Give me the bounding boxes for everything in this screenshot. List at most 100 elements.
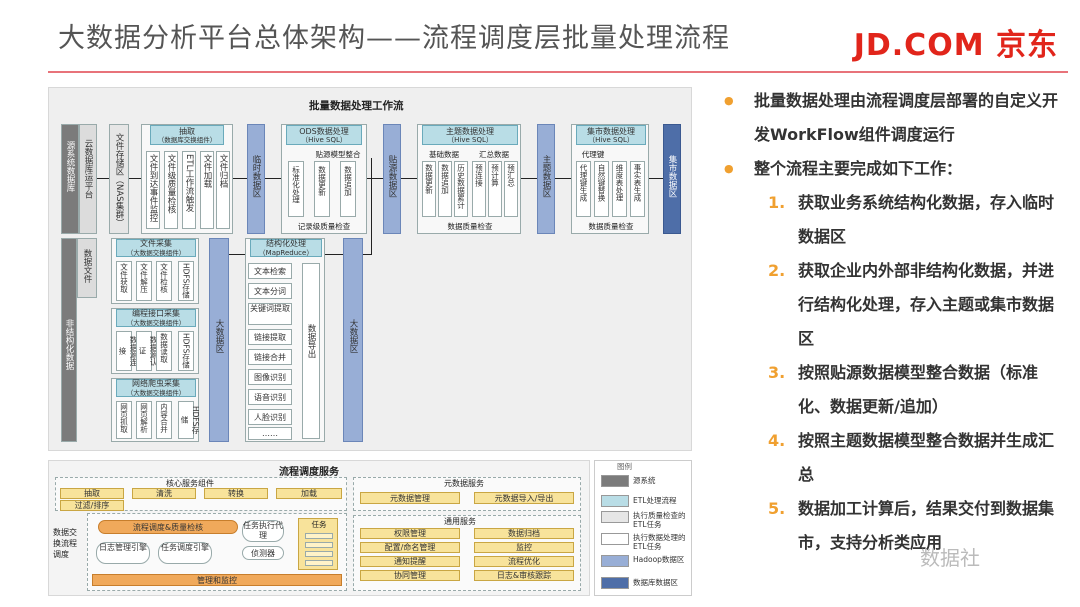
- crawl-collect-col: 网页抓取: [116, 401, 132, 439]
- flow-arrow: [401, 178, 417, 179]
- mart-col-label: 代理键生成: [579, 164, 588, 202]
- crawl-collect-group: 网络爬虫采集 （大数据交换组件） 网页抓取 网页解析 内容合并 HDFS存储: [111, 378, 200, 442]
- api-collect-title: 编程接口采集: [132, 309, 180, 318]
- extract-col-label: ETL工作流触发: [184, 154, 194, 212]
- crawl-collect-col-label: 网页解析: [139, 403, 149, 433]
- topic-col: 数据追加: [438, 161, 452, 217]
- core-item: 过滤/排序: [60, 500, 124, 511]
- struct-item: 关键词提取: [248, 303, 292, 325]
- extract-col-label: 文件归档: [218, 154, 228, 188]
- file-store-block: 文件存储区（NAS集群）: [109, 124, 129, 234]
- crawl-collect-title: 网络爬虫采集: [132, 379, 180, 388]
- file-collect-col: 文件检核: [156, 261, 172, 301]
- jd-logo: JD.COM 京东: [853, 28, 1058, 63]
- api-collect-col: 数据源连接: [116, 331, 138, 371]
- legend-label: 执行数据处理的ETL任务: [633, 533, 686, 551]
- file-collect-col: 文件解压: [136, 261, 152, 301]
- topic-head-basic: 基础数据: [429, 150, 459, 159]
- legend-swatch: [601, 555, 629, 567]
- flow-connector: [371, 158, 372, 254]
- watermark: 数据社: [920, 546, 980, 570]
- data-export-block: 数据导出: [302, 263, 320, 439]
- exchange-schedule-label: 数据交换流程调度: [53, 528, 77, 559]
- bullet-text: 按照主题数据模型整合数据并生成汇总: [798, 431, 1055, 484]
- data-file-block: 数据文件: [77, 238, 97, 298]
- api-collect-col-label: HDFS存储: [181, 333, 191, 369]
- struct-item: ……: [248, 427, 292, 440]
- file-collect-header: 文件采集 （大数据交换组件）: [116, 239, 196, 257]
- core-item: 清洗: [132, 488, 196, 499]
- log-engine: 日志管理引擎: [96, 542, 150, 564]
- page-title: 大数据分析平台总体架构——流程调度层批量处理流程: [58, 23, 730, 54]
- flow-arrow: [233, 178, 247, 179]
- flow-arrow: [367, 178, 383, 179]
- file-collect-subtitle: （大数据交换组件）: [126, 248, 186, 257]
- ods-model-label: 贴源模型整合: [315, 150, 361, 159]
- core-item: 抽取: [60, 488, 124, 499]
- api-collect-col-label: 数据源连接: [118, 336, 138, 366]
- source-system-block: 源系统数据库: [61, 124, 79, 234]
- task-exec-agent: 任务执行代理: [242, 520, 284, 542]
- meta-item: 元数据管理: [360, 492, 460, 504]
- bullet-list: 批量数据处理由流程调度层部署的自定义开发WorkFlow组件调度运行 整个流程主…: [718, 84, 1063, 560]
- topic-subtitle: （Hive SQL）: [447, 136, 493, 144]
- bullet-item: 3.按照贴源数据模型整合数据（标准化、数据更新/追加）: [718, 356, 1063, 424]
- temp-data-area: 临时数据区: [247, 124, 265, 234]
- topic-col-label: 数据更新: [424, 164, 434, 194]
- mart-group: 集市数据处理 （Hive SQL） 代理键 代理键生成 自然键替换 维度表处理 …: [571, 124, 649, 234]
- extract-title: 抽取: [179, 127, 195, 136]
- scheduler-engine-group: 流程调度&质量检核 日志管理引擎 任务调度引擎 任务执行代理 侦测器 任务 管理…: [87, 513, 347, 591]
- struct-subtitle: （MapReduce）: [258, 248, 314, 257]
- legend-swatch: [601, 495, 629, 507]
- legend-label: 源系统: [633, 476, 656, 485]
- common-item: 协同管理: [360, 570, 460, 581]
- ods-col: 数据更新: [314, 161, 330, 217]
- mart-subtitle: （Hive SQL）: [588, 136, 634, 144]
- bullet-number: 3.: [768, 363, 786, 382]
- struct-item: 链接合并: [248, 349, 292, 365]
- topic-data-area-label: 主题数据区: [541, 155, 551, 198]
- unstructured-source-block: 非结构化数据: [61, 238, 77, 442]
- legend-item-quality: 执行质量检查的ETL任务: [601, 511, 687, 529]
- data-export-label: 数据导出: [306, 324, 316, 358]
- topic-col-label: 历史数据累计: [456, 164, 466, 209]
- struct-group: 结构化处理 （MapReduce） 文本检索 文本分词 关键词提取 链接提取 链…: [245, 238, 325, 442]
- crawl-collect-col-label: HDFS存储: [180, 406, 200, 434]
- flow-arrow: [129, 178, 141, 179]
- bullet-number: 5.: [768, 499, 786, 518]
- mart-check-label: 数据质量检查: [588, 222, 634, 231]
- crawl-collect-subtitle: （大数据交换组件）: [126, 388, 186, 397]
- bullet-item: 5.数据加工计算后，结果交付到数据集市，支持分析类应用: [718, 492, 1063, 560]
- legend-label: 数据库数据区: [633, 578, 678, 587]
- mart-header: 集市数据处理 （Hive SQL）: [576, 125, 646, 145]
- ods-check-label: 记录级质量检查: [297, 222, 351, 231]
- bullet-main-1: 批量数据处理由流程调度层部署的自定义开发WorkFlow组件调度运行: [718, 84, 1063, 152]
- crawl-collect-col-label: 内容合并: [159, 403, 169, 433]
- bullet-number: 4.: [768, 431, 786, 450]
- unstructured-label: 非结构化数据: [64, 319, 74, 370]
- task-stack: 任务: [298, 518, 338, 570]
- legend-item-etl: ETL处理流程: [601, 495, 677, 507]
- mart-col: 自然键替换: [594, 161, 609, 217]
- ods-col-label: 数据追加: [343, 166, 353, 196]
- file-collect-col-label: 文件获取: [119, 263, 129, 293]
- scheduler-panel: 流程调度服务 核心服务组件 抽取 清洗 转换 加载 过滤/排序 元数据服务 元数…: [48, 460, 590, 596]
- paste-data-area: 贴源数据区: [383, 124, 401, 234]
- bullet-main-2: 整个流程主要完成如下工作：: [718, 152, 1063, 186]
- crawl-collect-header: 网络爬虫采集 （大数据交换组件）: [116, 379, 196, 397]
- mart-title: 集市数据处理: [587, 127, 635, 136]
- topic-col-label: 预计算: [490, 164, 500, 187]
- struct-item: 人脸识别: [248, 409, 292, 425]
- common-item: 配置/命名管理: [360, 542, 460, 553]
- topic-col: 预计算: [488, 161, 502, 217]
- legend-item-hadoop: Hadoop数据区: [601, 555, 687, 567]
- bullet-number: 2.: [768, 261, 786, 280]
- legend-swatch: [601, 533, 629, 545]
- cloud-platform-label: 云数据库运平台: [83, 139, 93, 199]
- mart-col-label: 维度表处理: [615, 164, 624, 202]
- file-collect-title: 文件采集: [140, 239, 172, 248]
- file-collect-col-label: 文件检核: [159, 263, 169, 293]
- detector: 侦测器: [242, 546, 284, 560]
- extract-col-label: 文件级质量检核: [166, 154, 176, 214]
- legend-title: 图例: [617, 462, 632, 471]
